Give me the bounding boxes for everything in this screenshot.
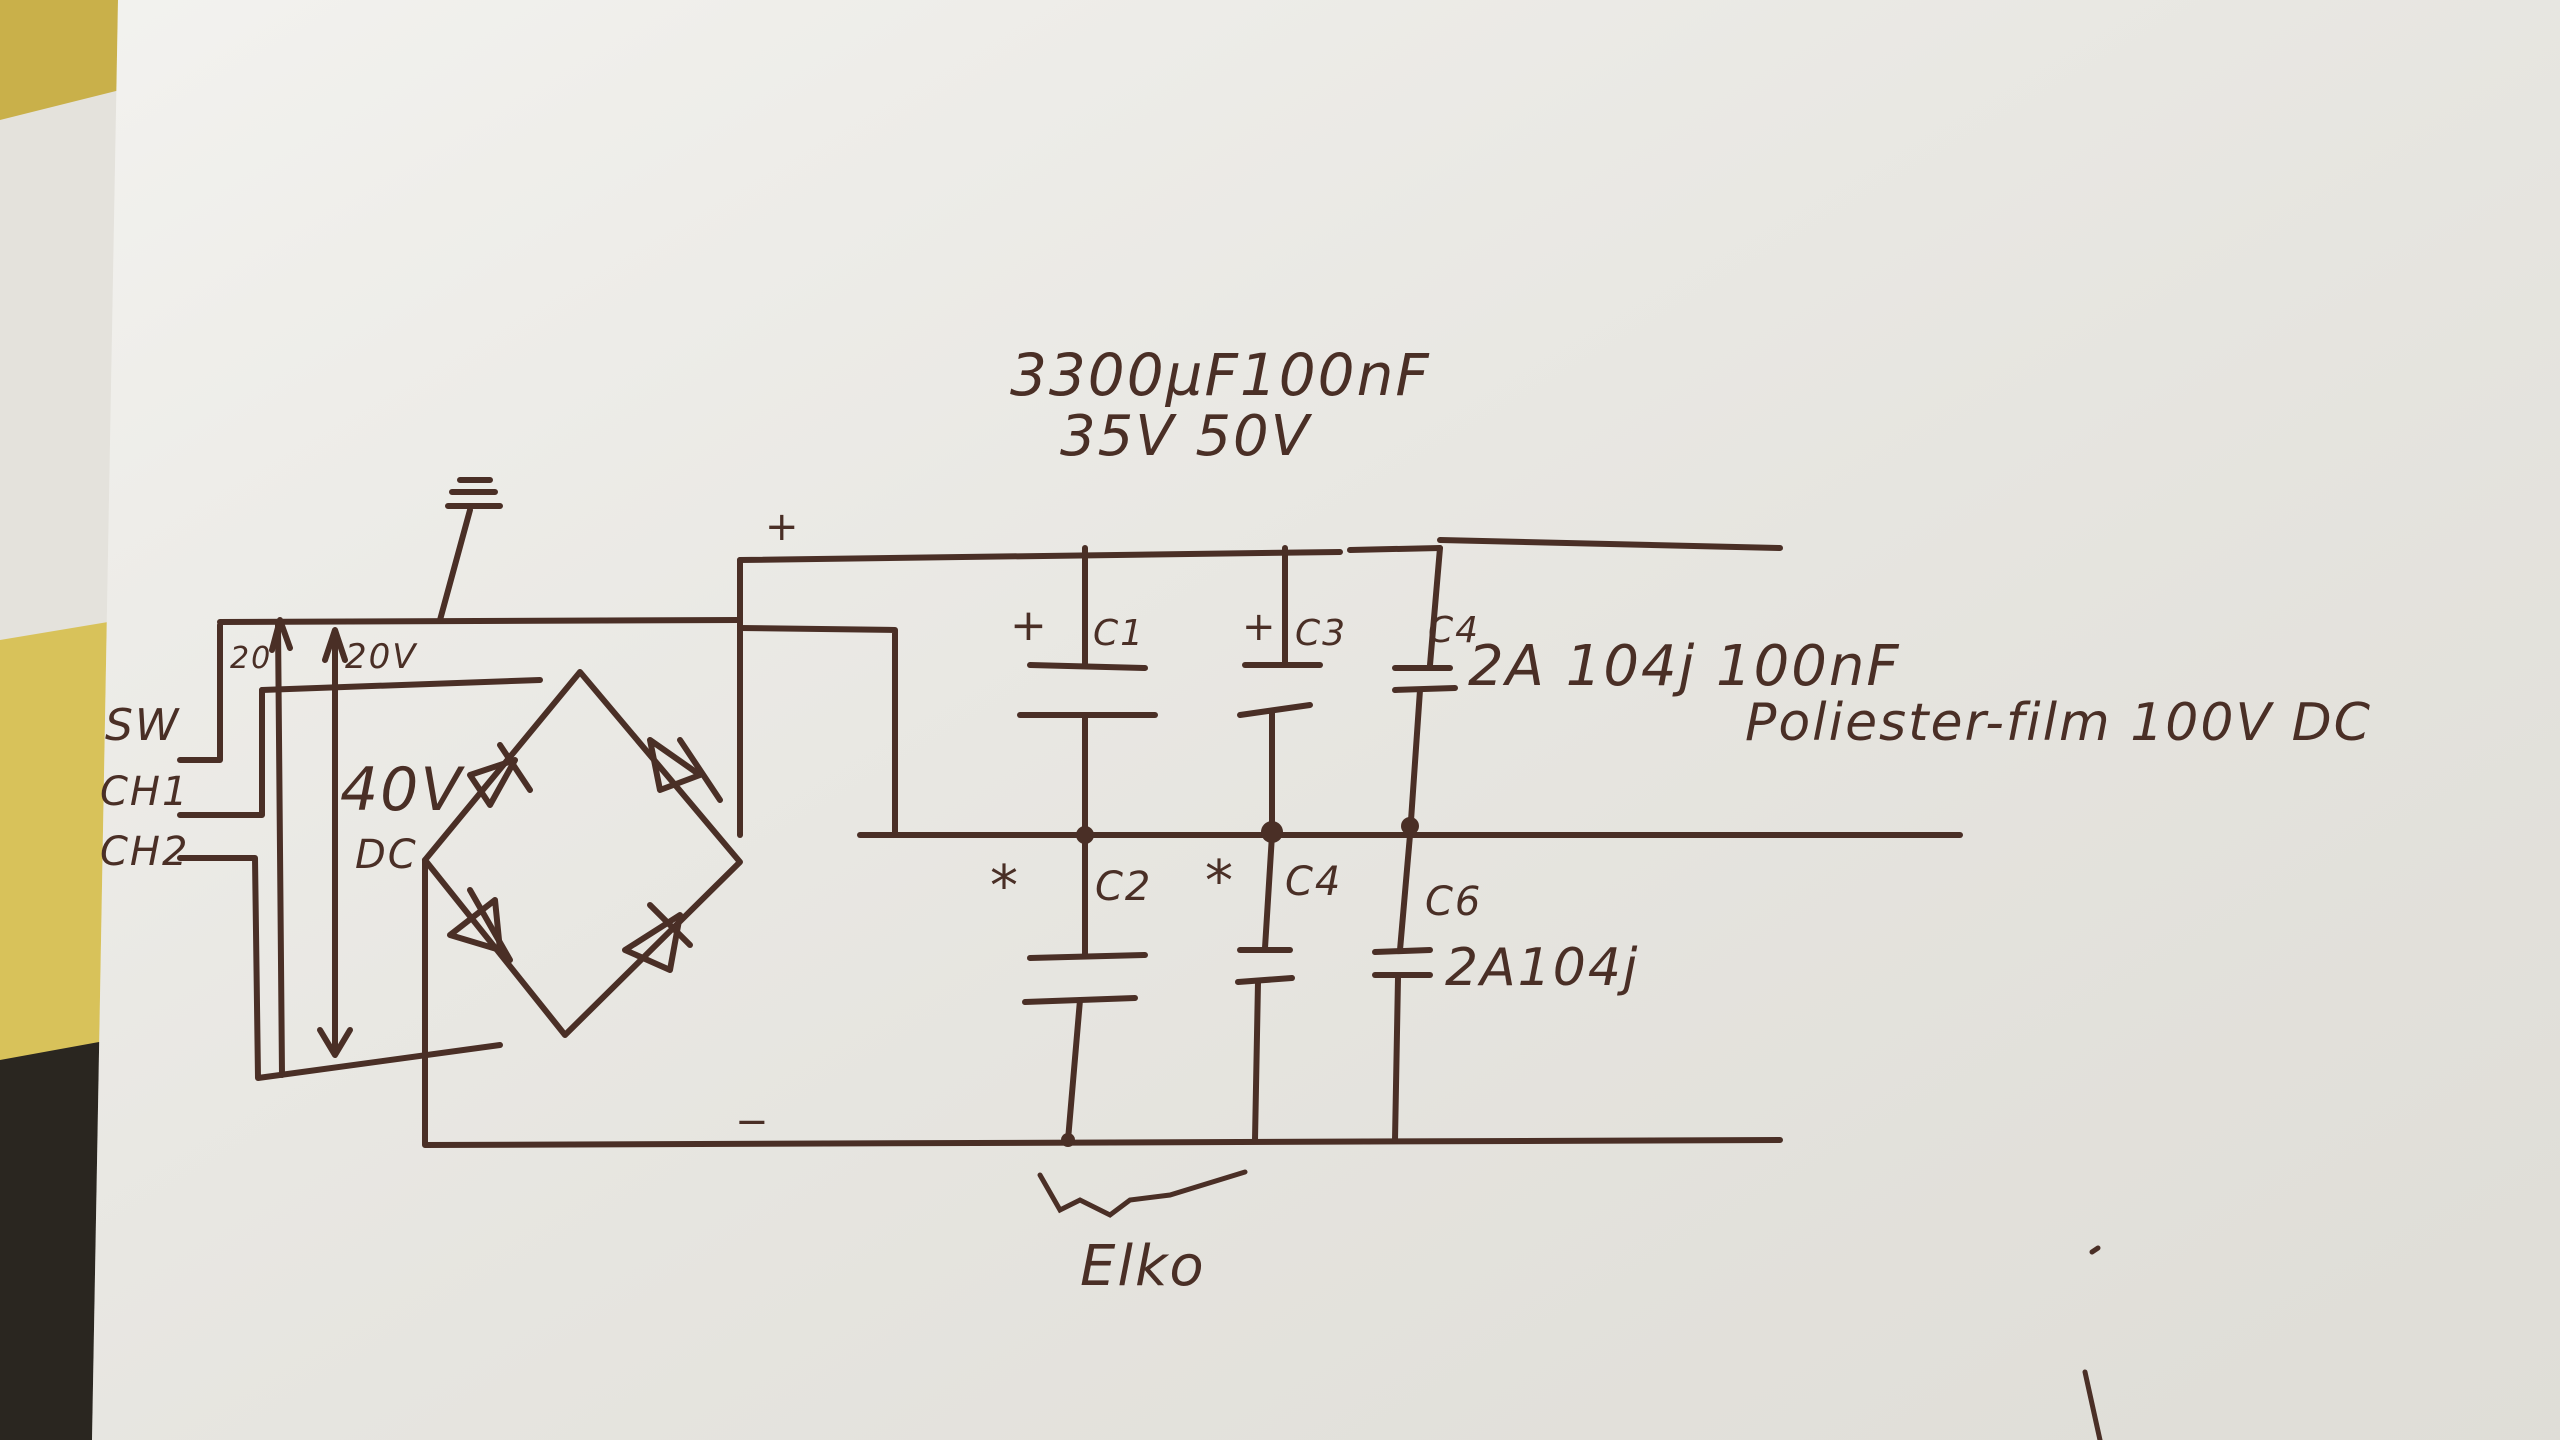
sw-label: SW	[105, 700, 180, 751]
bridge-rectifier	[422, 669, 743, 1038]
sw-line	[177, 622, 223, 763]
capacitor-c4-bottom	[1235, 832, 1295, 1143]
supply-type-label: DC	[355, 832, 418, 878]
c4-bottom-label: C4	[1285, 859, 1342, 905]
film-type-note: Poliester-film 100V DC	[1745, 693, 2372, 753]
capacitor-c3	[1237, 545, 1323, 838]
ch2-label: CH2	[100, 829, 189, 875]
c1-polarity: +	[1010, 600, 1049, 651]
yellow-object-lower	[0, 620, 120, 1060]
input-bus-top	[217, 617, 898, 838]
tap-20v-label: 20V	[345, 637, 418, 677]
paper-shading	[92, 0, 2560, 1440]
pen-mark	[2089, 1245, 2101, 1255]
input-bus-mid	[259, 677, 543, 693]
elko-note: Elko	[1080, 1234, 1206, 1299]
c1-label: C1	[1093, 613, 1145, 654]
left-tap-line	[275, 622, 285, 1078]
capacitor-c6	[1372, 832, 1433, 1143]
junction-dot	[1061, 1133, 1075, 1147]
capacitor-c2	[1022, 832, 1148, 1143]
c6-code-note: 2A104j	[1445, 938, 1639, 998]
under-sheet	[0, 90, 120, 660]
ch1-label: CH1	[100, 769, 189, 815]
capacitor-c4-top	[1392, 545, 1458, 838]
c3-label: C3	[1295, 613, 1347, 654]
c2-star: *	[990, 854, 1020, 919]
tap-20-label: 20	[230, 641, 272, 676]
junction-dot	[1076, 826, 1094, 844]
plus-rail-label: +	[765, 504, 801, 550]
c3-polarity: +	[1242, 604, 1278, 650]
c6-label: C6	[1425, 879, 1482, 925]
ground-symbol	[437, 477, 503, 623]
voltage-arrow	[317, 627, 353, 1058]
junction-dot	[1261, 821, 1283, 843]
capacitor-c1	[1017, 545, 1158, 838]
junction-dot	[1401, 817, 1419, 835]
c4-star: *	[1205, 849, 1235, 914]
tap-20-arrow	[269, 617, 293, 653]
supply-voltage-label: 40V	[340, 755, 465, 825]
film-code-note: 2A 104j 100nF	[1468, 634, 1901, 699]
ratings-top-label: 3300µF100nF	[1010, 341, 1431, 409]
pen-mark	[2082, 1369, 2103, 1440]
minus-rail-label: −	[735, 1099, 771, 1145]
c2-label: C2	[1095, 864, 1152, 910]
ch2-line	[177, 855, 503, 1081]
positive-rail	[737, 537, 1783, 563]
elko-pointer	[1037, 1169, 1248, 1218]
ch1-line	[177, 687, 265, 818]
c4-top-label: C4	[1428, 610, 1480, 651]
negative-rail	[422, 857, 1783, 1148]
ratings-bottom-label: 35V 50V	[1060, 404, 1313, 469]
